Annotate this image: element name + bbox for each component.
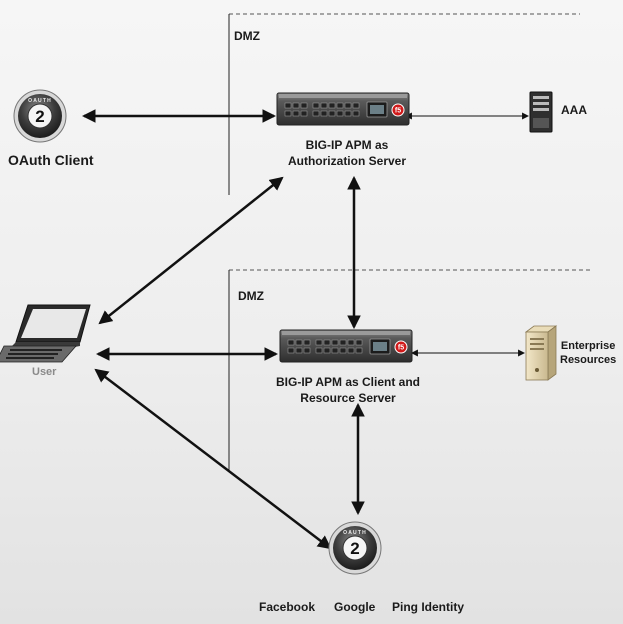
- apm-auth-label-line1: BIG-IP APM as: [305, 138, 389, 152]
- apm-client-label-line2: Resource Server: [300, 391, 396, 405]
- dmz-label-bottom: DMZ: [238, 289, 264, 303]
- svg-text:OAUTH: OAUTH: [28, 98, 52, 104]
- svg-text:2: 2: [350, 539, 359, 558]
- enterprise-label-line2: Resources: [560, 354, 617, 366]
- svg-text:OAUTH: OAUTH: [343, 530, 367, 536]
- enterprise-label: Enterprise Resources: [560, 339, 616, 367]
- oauth-client-badge-icon: 2 OAUTH: [13, 89, 67, 143]
- aaa-server-icon: [529, 91, 553, 133]
- apm-auth-label: BIG-IP APM as Authorization Server: [288, 137, 406, 169]
- dmz-boundary-top: [228, 13, 580, 195]
- apm-auth-label-line2: Authorization Server: [287, 154, 407, 168]
- dmz-label-top: DMZ: [234, 29, 260, 43]
- arrow-user-to-apm-auth: [98, 176, 284, 325]
- provider-facebook-label: Facebook: [259, 600, 316, 614]
- bigip-appliance-client-icon: f5: [279, 329, 413, 363]
- arrow-user-to-provider: [94, 368, 332, 550]
- svg-text:2: 2: [35, 107, 44, 126]
- apm-client-label: BIG-IP APM as Client and Resource Server: [276, 374, 420, 406]
- oauth-client-label: OAuth Client: [8, 152, 94, 168]
- bigip-appliance-auth-icon: f5: [276, 92, 410, 126]
- provider-google-label: Google: [334, 600, 376, 614]
- oauth-provider-badge-icon: 2 OAUTH: [328, 521, 382, 575]
- user-label: User: [32, 366, 57, 378]
- enterprise-label-line1: Enterprise: [560, 340, 616, 352]
- apm-client-label-line1: BIG-IP APM as Client and: [275, 375, 421, 389]
- svg-text:f5: f5: [398, 345, 404, 352]
- provider-ping-identity-label: Ping Identity: [392, 600, 464, 614]
- enterprise-server-icon: [524, 325, 558, 381]
- user-laptop-icon: [0, 304, 91, 363]
- aaa-label: AAA: [561, 103, 587, 117]
- svg-text:f5: f5: [395, 108, 401, 115]
